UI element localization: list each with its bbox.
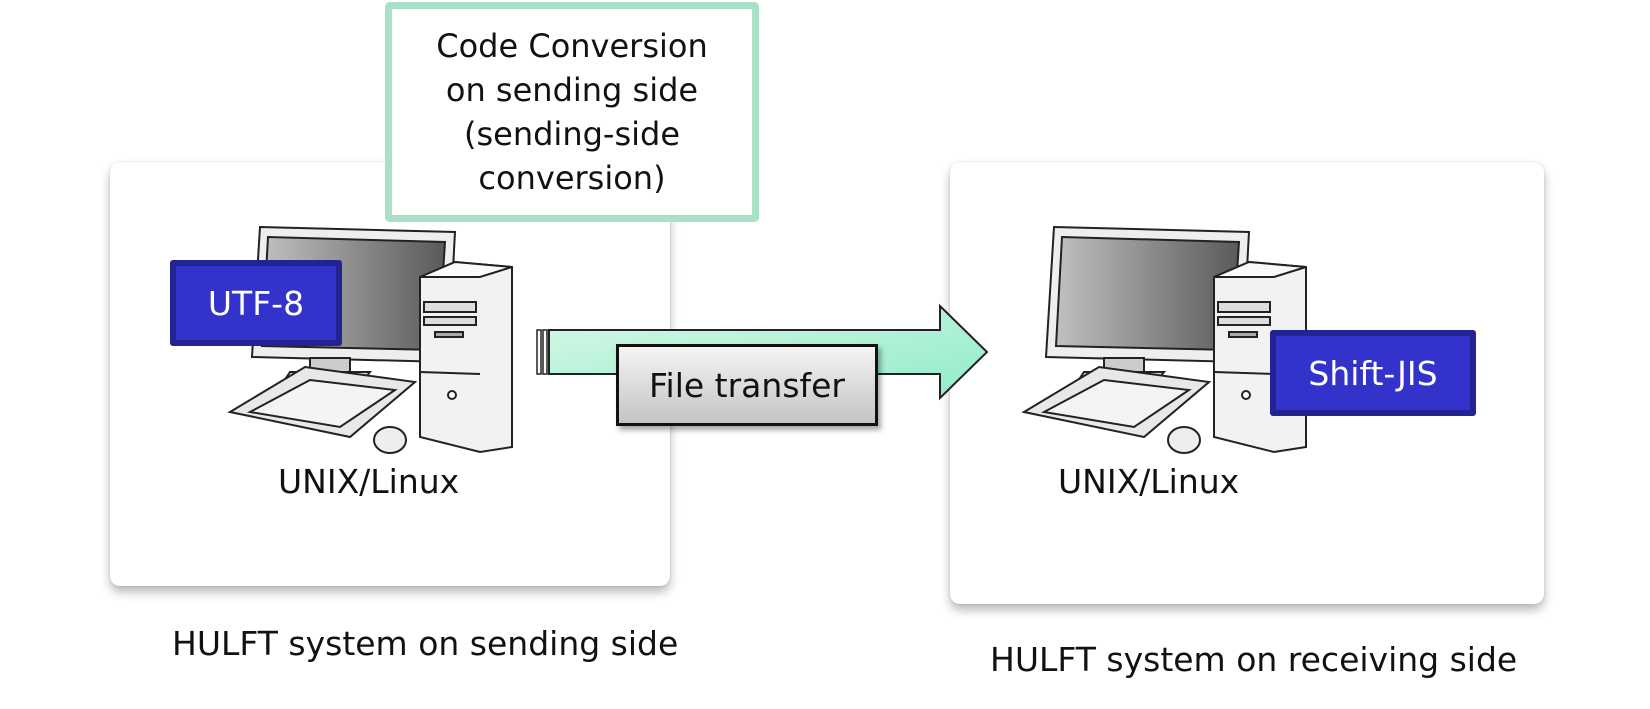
caption-sending-system: HULFT system on sending side — [172, 624, 679, 663]
encoding-badge-receiving: Shift-JIS — [1270, 330, 1476, 416]
computer-drawing — [1021, 225, 1307, 454]
file-transfer-label: File transfer — [648, 365, 846, 405]
encoding-label: UTF-8 — [207, 283, 305, 323]
os-label-receiving: UNIX/Linux — [1058, 462, 1240, 501]
code-conversion-box: Code Conversion on sending side (sending… — [385, 2, 759, 222]
encoding-label: Shift-JIS — [1308, 353, 1438, 393]
file-transfer-label-box: File transfer — [616, 344, 878, 426]
os-label-sending: UNIX/Linux — [278, 462, 460, 501]
caption-receiving-system: HULFT system on receiving side — [990, 640, 1518, 679]
computer-icon-receiving — [1021, 225, 1307, 454]
encoding-badge-sending: UTF-8 — [170, 260, 342, 346]
